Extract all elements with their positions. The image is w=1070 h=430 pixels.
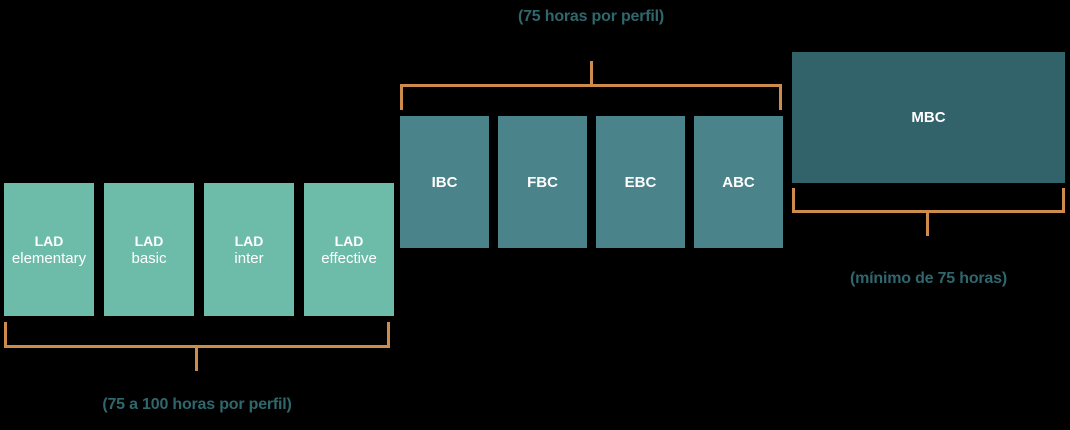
box-lad-elementary: LAD elementary: [4, 183, 94, 316]
box-lad-inter-title: LAD: [234, 232, 264, 249]
box-lad-inter: LAD inter: [204, 183, 294, 316]
box-lad-elementary-subtitle: elementary: [11, 249, 87, 267]
mbc-group-caption: (mínimo de 75 horas): [850, 270, 1007, 287]
box-lad-inter-subtitle: inter: [234, 249, 264, 267]
bc-bracket-right-tick: [779, 84, 782, 110]
box-fbc-label: FBC: [527, 173, 558, 191]
box-lad-effective-subtitle: effective: [321, 249, 377, 267]
lad-bracket-center-tick: [195, 345, 198, 371]
mbc-bracket-left-tick: [792, 188, 795, 213]
lad-bracket-right-tick: [387, 322, 390, 348]
mbc-bracket-center-tick: [926, 210, 929, 236]
mbc-bracket-right-tick: [1062, 188, 1065, 213]
box-lad-basic: LAD basic: [104, 183, 194, 316]
box-fbc: FBC: [498, 116, 587, 248]
box-ebc: EBC: [596, 116, 685, 248]
box-lad-basic-title: LAD: [134, 232, 164, 249]
box-lad-effective: LAD effective: [304, 183, 394, 316]
lad-group-caption: (75 a 100 horas por perfil): [102, 396, 292, 413]
box-abc: ABC: [694, 116, 783, 248]
bc-group-caption: (75 horas por perfil): [517, 8, 665, 25]
box-ebc-label: EBC: [624, 173, 657, 191]
box-lad-basic-subtitle: basic: [131, 249, 167, 267]
box-lad-effective-title: LAD: [334, 232, 364, 249]
lad-bracket-left-tick: [4, 322, 7, 348]
box-lad-elementary-title: LAD: [34, 232, 64, 249]
box-mbc-label: MBC: [911, 109, 946, 126]
box-abc-label: ABC: [722, 173, 755, 191]
bc-bracket-center-tick: [590, 61, 593, 87]
box-ibc-label: IBC: [431, 173, 458, 191]
bc-bracket-left-tick: [400, 84, 403, 110]
box-mbc: MBC: [792, 52, 1065, 183]
box-ibc: IBC: [400, 116, 489, 248]
